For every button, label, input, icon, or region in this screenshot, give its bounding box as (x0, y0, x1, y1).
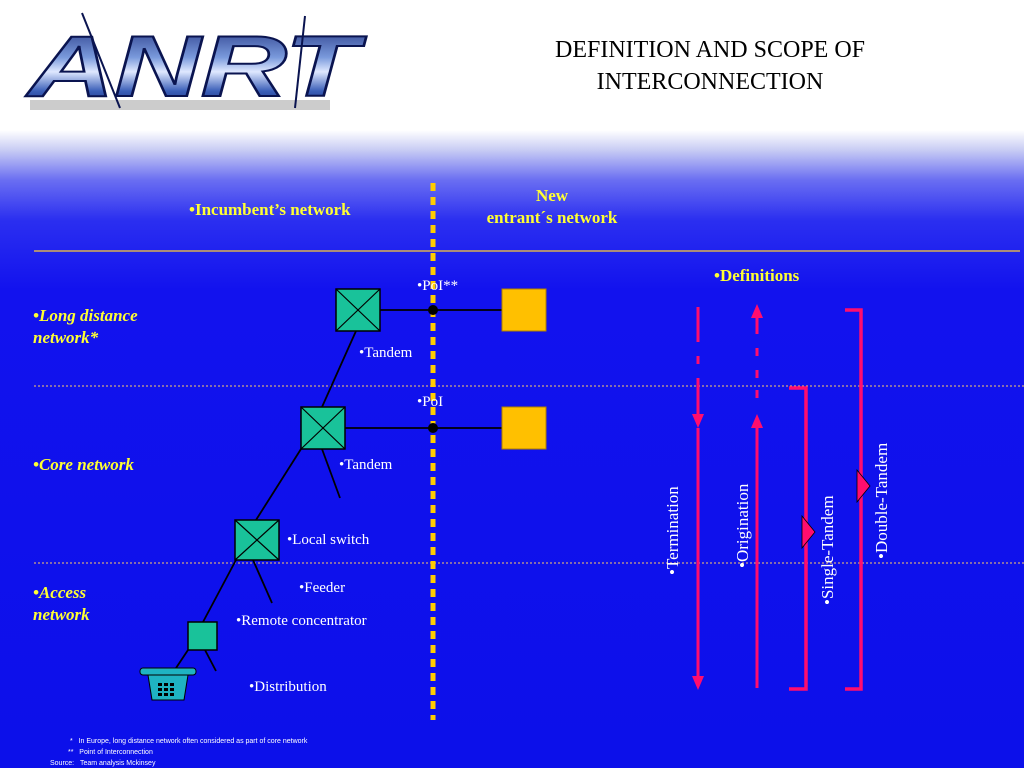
feeder-label: •Feeder (299, 580, 346, 596)
link-local-remote-1 (202, 559, 237, 623)
new-entrant-heading-line2: entrant´s network (486, 208, 618, 227)
page-title-line1: DEFINITION AND SCOPE OF (554, 37, 866, 63)
page-title: DEFINITION AND SCOPE OF INTERCONNECTION (500, 34, 920, 98)
double-tandem-label: •Double-Tandem (872, 442, 891, 559)
incumbent-network-heading: •Incumbent’s network (189, 200, 351, 219)
tandem-mid-label: •Tandem (339, 457, 393, 473)
page-title-line2: INTERCONNECTION (596, 69, 824, 95)
access-label-line1: •Access (33, 583, 87, 602)
footnote-double-star: ** Point of Interconnection (68, 748, 153, 758)
anrt-logo: ANRT (20, 8, 380, 118)
tandem-top-label: •Tandem (359, 345, 413, 361)
long-distance-label-line2: network* (33, 328, 99, 347)
link-local-remote-2 (252, 559, 273, 604)
telephone-icon (139, 667, 197, 701)
termination-label: •Termination (663, 486, 682, 575)
link-ld-core (321, 330, 357, 408)
termination-arrow (692, 307, 704, 690)
core-network-label: •Core network (33, 455, 134, 474)
footnote-double-star-text: Point of Interconnection (79, 749, 153, 756)
footnote-source: Source: Team analysis Mckinsey (50, 759, 155, 769)
local-switch (234, 519, 280, 561)
poi-mid-label: •PoI (417, 394, 444, 410)
footnote-source-text: Team analysis Mckinsey (79, 760, 156, 767)
link-remote-phone (175, 649, 189, 669)
long-distance-label-line1: •Long distance (33, 306, 138, 325)
header: ANRT DEFINITION AND SCOPE OF INTERCONNEC… (0, 0, 1024, 130)
origination-arrow (751, 304, 763, 688)
new-entrant-heading: New entrant´s network (452, 185, 652, 229)
local-switch-label: •Local switch (287, 532, 370, 548)
poi-top-label: •PoI** (417, 278, 459, 294)
distribution-label: •Distribution (249, 679, 327, 695)
entrant-switch-mid (501, 406, 547, 450)
link-core-feeder (321, 448, 341, 499)
footnote-source-label: Source: (50, 760, 75, 767)
single-tandem-bracket (789, 386, 816, 691)
access-label-line2: network (33, 605, 90, 624)
tandem-switch-mid (300, 406, 346, 450)
tandem-switch-top (335, 288, 381, 332)
remote-concentrator (187, 621, 218, 651)
access-network-label: •Access network (33, 582, 90, 626)
definitions-heading: •Definitions (714, 266, 800, 285)
poi-dot-mid (428, 423, 438, 433)
poi-dot-top (428, 305, 438, 315)
network-diagram (34, 183, 1024, 720)
origination-label: •Origination (733, 483, 752, 568)
diagram-panel: •Incumbent’s network New entrant´s netwo… (0, 130, 1024, 768)
link-remote-dist (204, 649, 217, 672)
footnote-star-marker: * (70, 738, 73, 745)
footnote-star-text: In Europe, long distance network often c… (78, 738, 308, 745)
entrant-switch-top (501, 288, 547, 332)
new-entrant-heading-line1: New (535, 186, 569, 205)
svg-text:ANRT: ANRT (25, 19, 367, 113)
long-distance-network-label: •Long distance network* (33, 305, 138, 349)
remote-concentrator-label: •Remote concentrator (236, 613, 367, 629)
single-tandem-label: •Single-Tandem (818, 495, 837, 605)
link-core-local (255, 448, 302, 521)
footnote-double-star-marker: ** (68, 749, 74, 756)
double-tandem-bracket (845, 308, 871, 691)
footnote-star: * In Europe, long distance network often… (70, 737, 307, 747)
